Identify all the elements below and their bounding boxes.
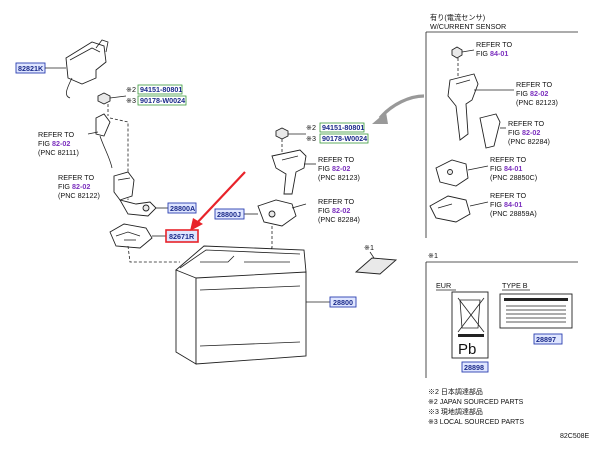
sensor-cable [479,113,501,149]
part-label-28800A[interactable]: 28800A [170,204,195,213]
svg-text:REFER TO: REFER TO [58,173,94,182]
ref-mid-b: REFER TO FIG 82-02 (PNC 82284) [318,197,360,224]
label-eur: EUR [436,281,451,290]
diagram-id: 82C508E [560,433,590,440]
part-label-28897-box[interactable] [533,333,563,345]
svg-text:REFER TO: REFER TO [318,155,354,164]
svg-text:REFER TO: REFER TO [490,155,526,164]
current-sensor-lower [429,195,471,223]
ref-left-mid: REFER TO FIG 82-02 (PNC 82122) [58,173,100,200]
inset-labels-mark: ※1 [428,251,438,260]
fastener-mid-mark-1: ※2 [306,123,316,132]
fastener-left-mark-1: ※2 [126,85,136,94]
svg-text:FIG 82-02: FIG 82-02 [508,128,540,137]
svg-text:REFER TO: REFER TO [318,197,354,206]
fastener-left-mark-2: ※3 [126,96,136,105]
inset-sensor-title-jp: 有り(電流センサ) [430,13,485,22]
ref-left-top: REFER TO FIG 82-02 (PNC 82111) [38,130,79,157]
label-type-b: TYPE B [502,281,528,290]
cable-connector-part [65,39,109,99]
note-1: ※2 日本調達部品 [428,387,483,396]
note-2: ※2 JAPAN SOURCED PARTS [428,399,524,406]
terminal-clamp-mid [257,199,307,227]
fastener-left-part-2[interactable]: 90178-W0024 [140,96,185,105]
part-label-82671R[interactable]: 82671R [169,232,195,241]
svg-text:REFER TO: REFER TO [476,40,512,49]
fastener-mid-part1-box[interactable] [319,122,365,133]
part-label-28898-box[interactable] [461,361,489,373]
ref-mid-a: REFER TO FIG 82-02 (PNC 82123) [318,155,360,182]
current-sensor-upper [435,159,469,187]
nut-left [97,92,111,105]
inset-sensor-title-en: W/CURRENT SENSOR [430,22,506,31]
note-3: ※3 現地調達部品 [428,407,483,416]
battery [175,245,307,365]
svg-text:FIG 84-01: FIG 84-01 [476,49,508,58]
ref-right-5: REFER TO FIG 84-01 (PNC 28859A) [490,191,537,218]
nut-right [451,46,463,59]
svg-text:REFER TO: REFER TO [38,130,74,139]
svg-text:FIG 82-02: FIG 82-02 [38,139,70,148]
svg-text:(PNC 82284): (PNC 82284) [318,215,360,224]
battery-label-mark: ※1 [364,243,374,252]
ref-right-2: REFER TO FIG 82-02 (PNC 82123) [516,80,558,107]
fastener-left-part-1[interactable]: 94151-80801 [140,85,182,94]
ref-right-3: REFER TO FIG 82-02 (PNC 82284) [508,119,550,146]
hold-down-bracket-upper [271,149,307,195]
warning-label [499,293,573,329]
ref-right-4: REFER TO FIG 84-01 (PNC 28850C) [490,155,537,182]
svg-text:REFER TO: REFER TO [508,119,544,128]
label-pb: Pb [458,341,476,358]
svg-text:FIG 82-02: FIG 82-02 [516,89,548,98]
inset-sensor-frame [425,31,578,238]
nut-mid [275,127,289,140]
svg-text:(PNC 82111): (PNC 82111) [38,148,79,157]
svg-text:(PNC 28859A): (PNC 28859A) [490,209,537,218]
fastener-left-part1-box[interactable] [137,84,183,95]
sensor-bracket [447,73,479,141]
highlight-arrow [190,171,246,231]
svg-text:(PNC 82123): (PNC 82123) [516,98,558,107]
fastener-mid-mark-2: ※3 [306,134,316,143]
fastener-mid-part-2[interactable]: 90178-W0024 [322,134,367,143]
part-label-28800A-box[interactable] [167,202,197,214]
svg-text:(PNC 82284): (PNC 82284) [508,137,550,146]
part-label-82671R-box[interactable] [165,229,199,243]
inset-labels-frame [425,261,578,378]
part-label-28800-box[interactable] [329,296,357,308]
view-arrow [372,94,425,124]
svg-text:FIG 84-01: FIG 84-01 [490,164,522,173]
fastener-mid-part2-box[interactable] [319,133,369,144]
recycle-label: Pb [451,291,489,359]
fastener-mid-part-1[interactable]: 94151-80801 [322,123,364,132]
svg-text:FIG 82-02: FIG 82-02 [58,182,90,191]
part-label-28897[interactable]: 28897 [536,335,556,344]
svg-text:(PNC 28850C): (PNC 28850C) [490,173,537,182]
part-label-28800J[interactable]: 28800J [217,210,241,219]
part-label-28800[interactable]: 28800 [333,298,353,307]
terminal-cover [109,223,153,249]
svg-text:FIG 82-02: FIG 82-02 [318,164,350,173]
svg-text:FIG 82-02: FIG 82-02 [318,206,350,215]
svg-text:(PNC 82122): (PNC 82122) [58,191,100,200]
label-sheet [354,257,398,275]
svg-text:FIG 84-01: FIG 84-01 [490,200,522,209]
svg-text:REFER TO: REFER TO [490,191,526,200]
ref-right-1: REFER TO FIG 84-01 [476,40,512,58]
note-4: ※3 LOCAL SOURCED PARTS [428,419,524,426]
fastener-left-part2-box[interactable] [137,95,187,106]
svg-text:(PNC 82123): (PNC 82123) [318,173,360,182]
terminal-left-top [87,113,113,169]
part-label-28800J-box[interactable] [214,208,245,220]
part-label-82821K[interactable]: 82821K [18,64,44,73]
part-label-28898[interactable]: 28898 [464,363,484,372]
terminal-clamp-left [113,171,157,217]
svg-text:REFER TO: REFER TO [516,80,552,89]
